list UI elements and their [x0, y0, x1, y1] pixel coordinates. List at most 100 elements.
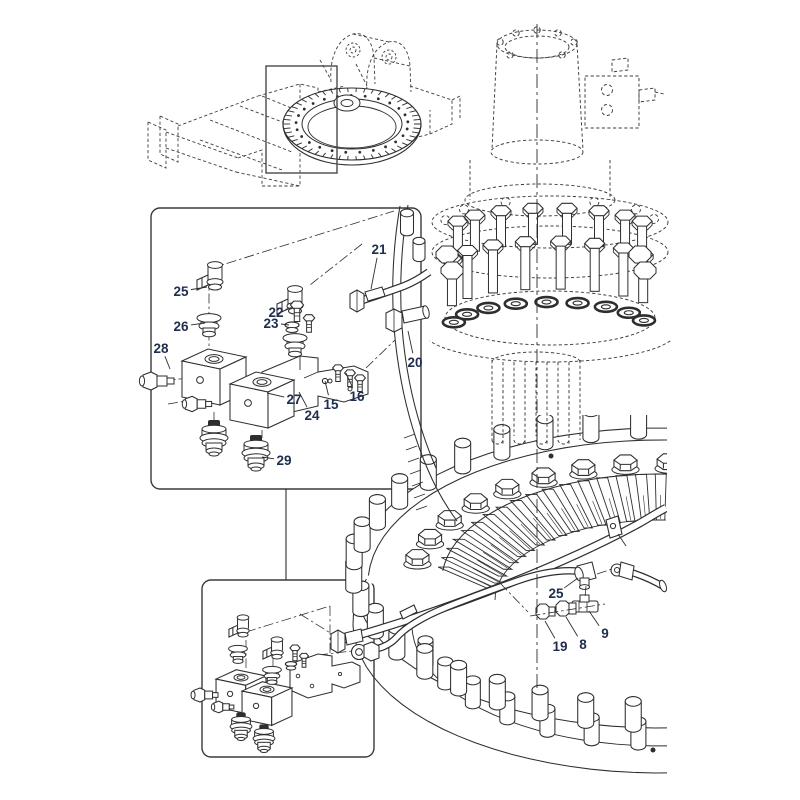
motor-bolt-head: [490, 205, 512, 217]
callout-label-15: 15: [323, 397, 339, 412]
selection-rectangle: [265, 65, 338, 174]
motor-bolt-head: [583, 237, 606, 249]
boom-pin-hole: [349, 46, 357, 54]
gear-arc-tooth: [411, 481, 424, 487]
overview-ring-tooth: [285, 131, 293, 134]
swing-circle-view: [330, 404, 695, 774]
motor-line: [491, 43, 584, 151]
ring-pin-top: [464, 675, 481, 686]
overview-ring-bolt: [297, 114, 300, 117]
gear-arc-tooth: [409, 469, 422, 475]
overview-ring-bolt: [403, 113, 407, 117]
overview-ring-tooth: [409, 110, 417, 113]
ring-tooth: [524, 494, 568, 536]
overview-ring-bolt: [307, 141, 311, 144]
callout-leader: [345, 372, 354, 389]
overview-ring-tooth: [378, 91, 382, 96]
callout-label-8: 8: [579, 637, 587, 652]
frame-line: [177, 95, 259, 127]
motor-bolt-shank: [487, 248, 498, 294]
small-fitting-hex: [142, 371, 158, 391]
frame-line: [159, 115, 179, 163]
motor-cap-bolt: [570, 38, 578, 46]
callout-leader: [190, 286, 208, 291]
overview-ring-tooth: [396, 98, 403, 103]
overview-ring-tooth: [301, 145, 308, 150]
detail-box-upper-parts: [138, 210, 396, 472]
gear-arc-tooth: [415, 505, 428, 511]
overview-ring-bolt: [384, 145, 387, 149]
overview-ring-tooth: [291, 106, 298, 110]
overview-ring-tooth: [287, 135, 295, 138]
overview-ring-tooth: [370, 89, 374, 94]
overview-ring-tooth: [411, 131, 419, 134]
overview-ring-bolt: [376, 97, 380, 101]
motor-bolt-head: [514, 236, 537, 248]
ring-pin-top: [416, 643, 434, 654]
overview-ring-bolt: [311, 102, 315, 105]
motor-bolt-shank: [555, 244, 566, 290]
washer: [503, 297, 529, 310]
ring-pin-top: [631, 404, 647, 414]
callout-leader: [544, 620, 556, 639]
detail-box-lower-parts: [190, 605, 361, 753]
callout-label-26: 26: [173, 319, 189, 334]
fitting-8: [555, 600, 571, 617]
callout-label-22: 22: [268, 305, 283, 320]
selection-rect: [265, 65, 338, 174]
motor-line: [557, 439, 570, 445]
overview-ring-bolt: [397, 106, 401, 110]
frame-line: [373, 57, 411, 67]
overview-ring-tooth: [296, 142, 303, 146]
callout-label-21: 21: [371, 242, 387, 257]
overview-ring-tooth: [363, 155, 366, 160]
overview-ring-tooth: [322, 152, 326, 157]
callout-label-25: 25: [173, 284, 189, 299]
overview-ring-bolt: [363, 94, 367, 98]
callout-leader: [190, 322, 206, 326]
motor-bolt-head: [522, 202, 544, 214]
callout-leader: [164, 356, 171, 370]
washer: [441, 315, 467, 329]
motor-line: [611, 57, 629, 73]
overview-ring-bolt: [358, 150, 362, 154]
hose21-ferrule: [364, 286, 386, 302]
ring-pin-top: [624, 696, 642, 707]
overview-ring-bolt: [300, 135, 304, 138]
callout-leader: [370, 257, 378, 290]
ring-pin-top: [353, 516, 371, 528]
ring-pin-top: [366, 602, 384, 614]
frame-line: [165, 131, 239, 159]
callout-leader: [266, 392, 285, 398]
callout-label-9: 9: [601, 626, 609, 641]
motor-ellipse: [431, 195, 669, 249]
motor-cap-bolt: [558, 51, 566, 59]
ring-pin: [679, 404, 695, 440]
gear-arc-inner: [400, 204, 437, 469]
construction-line: [499, 582, 529, 613]
motor-bolt-head: [556, 202, 578, 214]
overview-ring-tooth: [322, 91, 326, 96]
gear-arc-outer: [392, 205, 458, 522]
overview-ring-bolt: [318, 145, 322, 149]
callout-label-24: 24: [304, 408, 320, 423]
ring-band-inner: [367, 439, 667, 576]
overview-motor: [333, 94, 361, 112]
block-side: [271, 687, 293, 727]
washer: [616, 306, 642, 320]
overview-ring-bolt: [322, 97, 326, 101]
construction-line: [584, 585, 587, 598]
flange-hole: [459, 204, 469, 215]
overview-ring-tooth: [401, 102, 408, 106]
block-side: [267, 379, 295, 429]
washer: [534, 295, 559, 309]
overview-ring-tooth: [363, 88, 366, 93]
callout-leader: [285, 306, 294, 310]
machine-overview-view: [147, 33, 461, 187]
construction-line: [245, 605, 331, 633]
callout-leader: [280, 323, 290, 326]
motor-line: [491, 360, 581, 440]
ring-pin: [582, 415, 600, 444]
bolt-head-top: [531, 467, 556, 478]
